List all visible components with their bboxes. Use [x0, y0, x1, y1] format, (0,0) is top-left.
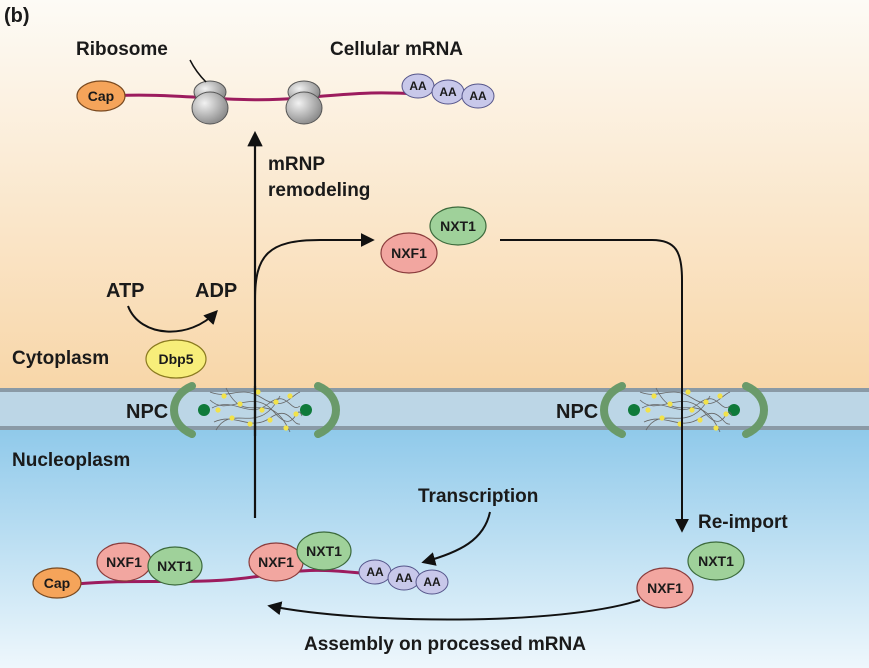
transcription-label: Transcription — [418, 486, 538, 507]
ribosome-1 — [191, 80, 229, 125]
svg-text:NXF1: NXF1 — [106, 554, 142, 570]
svg-text:AA: AA — [409, 79, 427, 93]
ribosome-2 — [285, 80, 323, 125]
npc-right-label: NPC — [556, 401, 598, 423]
svg-text:NXT1: NXT1 — [306, 543, 342, 559]
npc-left — [170, 382, 340, 438]
release-arrow — [254, 233, 375, 301]
mrnp-label-2: remodeling — [268, 180, 370, 201]
svg-text:Cap: Cap — [88, 88, 114, 104]
svg-text:NXF1: NXF1 — [647, 580, 683, 596]
svg-text:Cap: Cap — [44, 575, 70, 591]
svg-text:NXT1: NXT1 — [157, 558, 193, 574]
dbp5-protein: Dbp5 — [145, 339, 207, 379]
assembly-arrow — [267, 599, 641, 621]
polya-tail-bottom: AA AA AA — [358, 559, 449, 595]
svg-text:NXT1: NXT1 — [698, 553, 734, 569]
nucleoplasm-label: Nucleoplasm — [12, 450, 130, 471]
npc-right — [600, 382, 768, 438]
atp-label: ATP — [106, 280, 145, 302]
assembly-label: Assembly on processed mRNA — [304, 634, 586, 655]
nxf1-cytoplasm: NXF1 — [380, 232, 438, 274]
ribosome-pointer — [189, 59, 207, 83]
svg-text:AA: AA — [423, 575, 441, 589]
nxt1-nucleus: NXT1 — [687, 541, 745, 581]
cytoplasm-label: Cytoplasm — [12, 348, 109, 369]
nxt1-cytoplasm: NXT1 — [429, 206, 487, 246]
nxf1-bound-1: NXF1 — [96, 542, 152, 582]
svg-text:AA: AA — [469, 89, 487, 103]
nxt1-bound-2: NXT1 — [296, 531, 352, 571]
svg-text:AA: AA — [395, 571, 413, 585]
panel-label: (b) — [4, 5, 30, 27]
nxf1-nucleus: NXF1 — [636, 567, 694, 609]
svg-text:Dbp5: Dbp5 — [159, 351, 194, 367]
svg-text:NXF1: NXF1 — [258, 554, 294, 570]
cap-bottom: Cap — [32, 567, 82, 599]
svg-text:NXT1: NXT1 — [440, 218, 476, 234]
npc-left-label: NPC — [126, 401, 168, 423]
adp-label: ADP — [195, 280, 237, 302]
cap-top: Cap — [76, 80, 126, 112]
mrnp-label-1: mRNP — [268, 154, 325, 175]
cellular-mrna-label: Cellular mRNA — [330, 39, 463, 60]
processed-mrna-strand — [75, 568, 373, 586]
svg-text:AA: AA — [439, 85, 457, 99]
transcription-arrow — [421, 511, 491, 566]
polya-tail-top: AA AA AA — [401, 73, 495, 109]
atp-hydrolysis-arrow — [127, 305, 218, 333]
ribosome-label: Ribosome — [76, 39, 168, 60]
nuclear-envelope — [0, 388, 869, 430]
nxt1-bound-1: NXT1 — [147, 546, 203, 586]
svg-text:AA: AA — [366, 565, 384, 579]
nxf1-bound-2: NXF1 — [248, 542, 304, 582]
reimport-label: Re-import — [698, 512, 788, 533]
reimport-arrow — [500, 239, 689, 533]
svg-text:NXF1: NXF1 — [391, 245, 427, 261]
